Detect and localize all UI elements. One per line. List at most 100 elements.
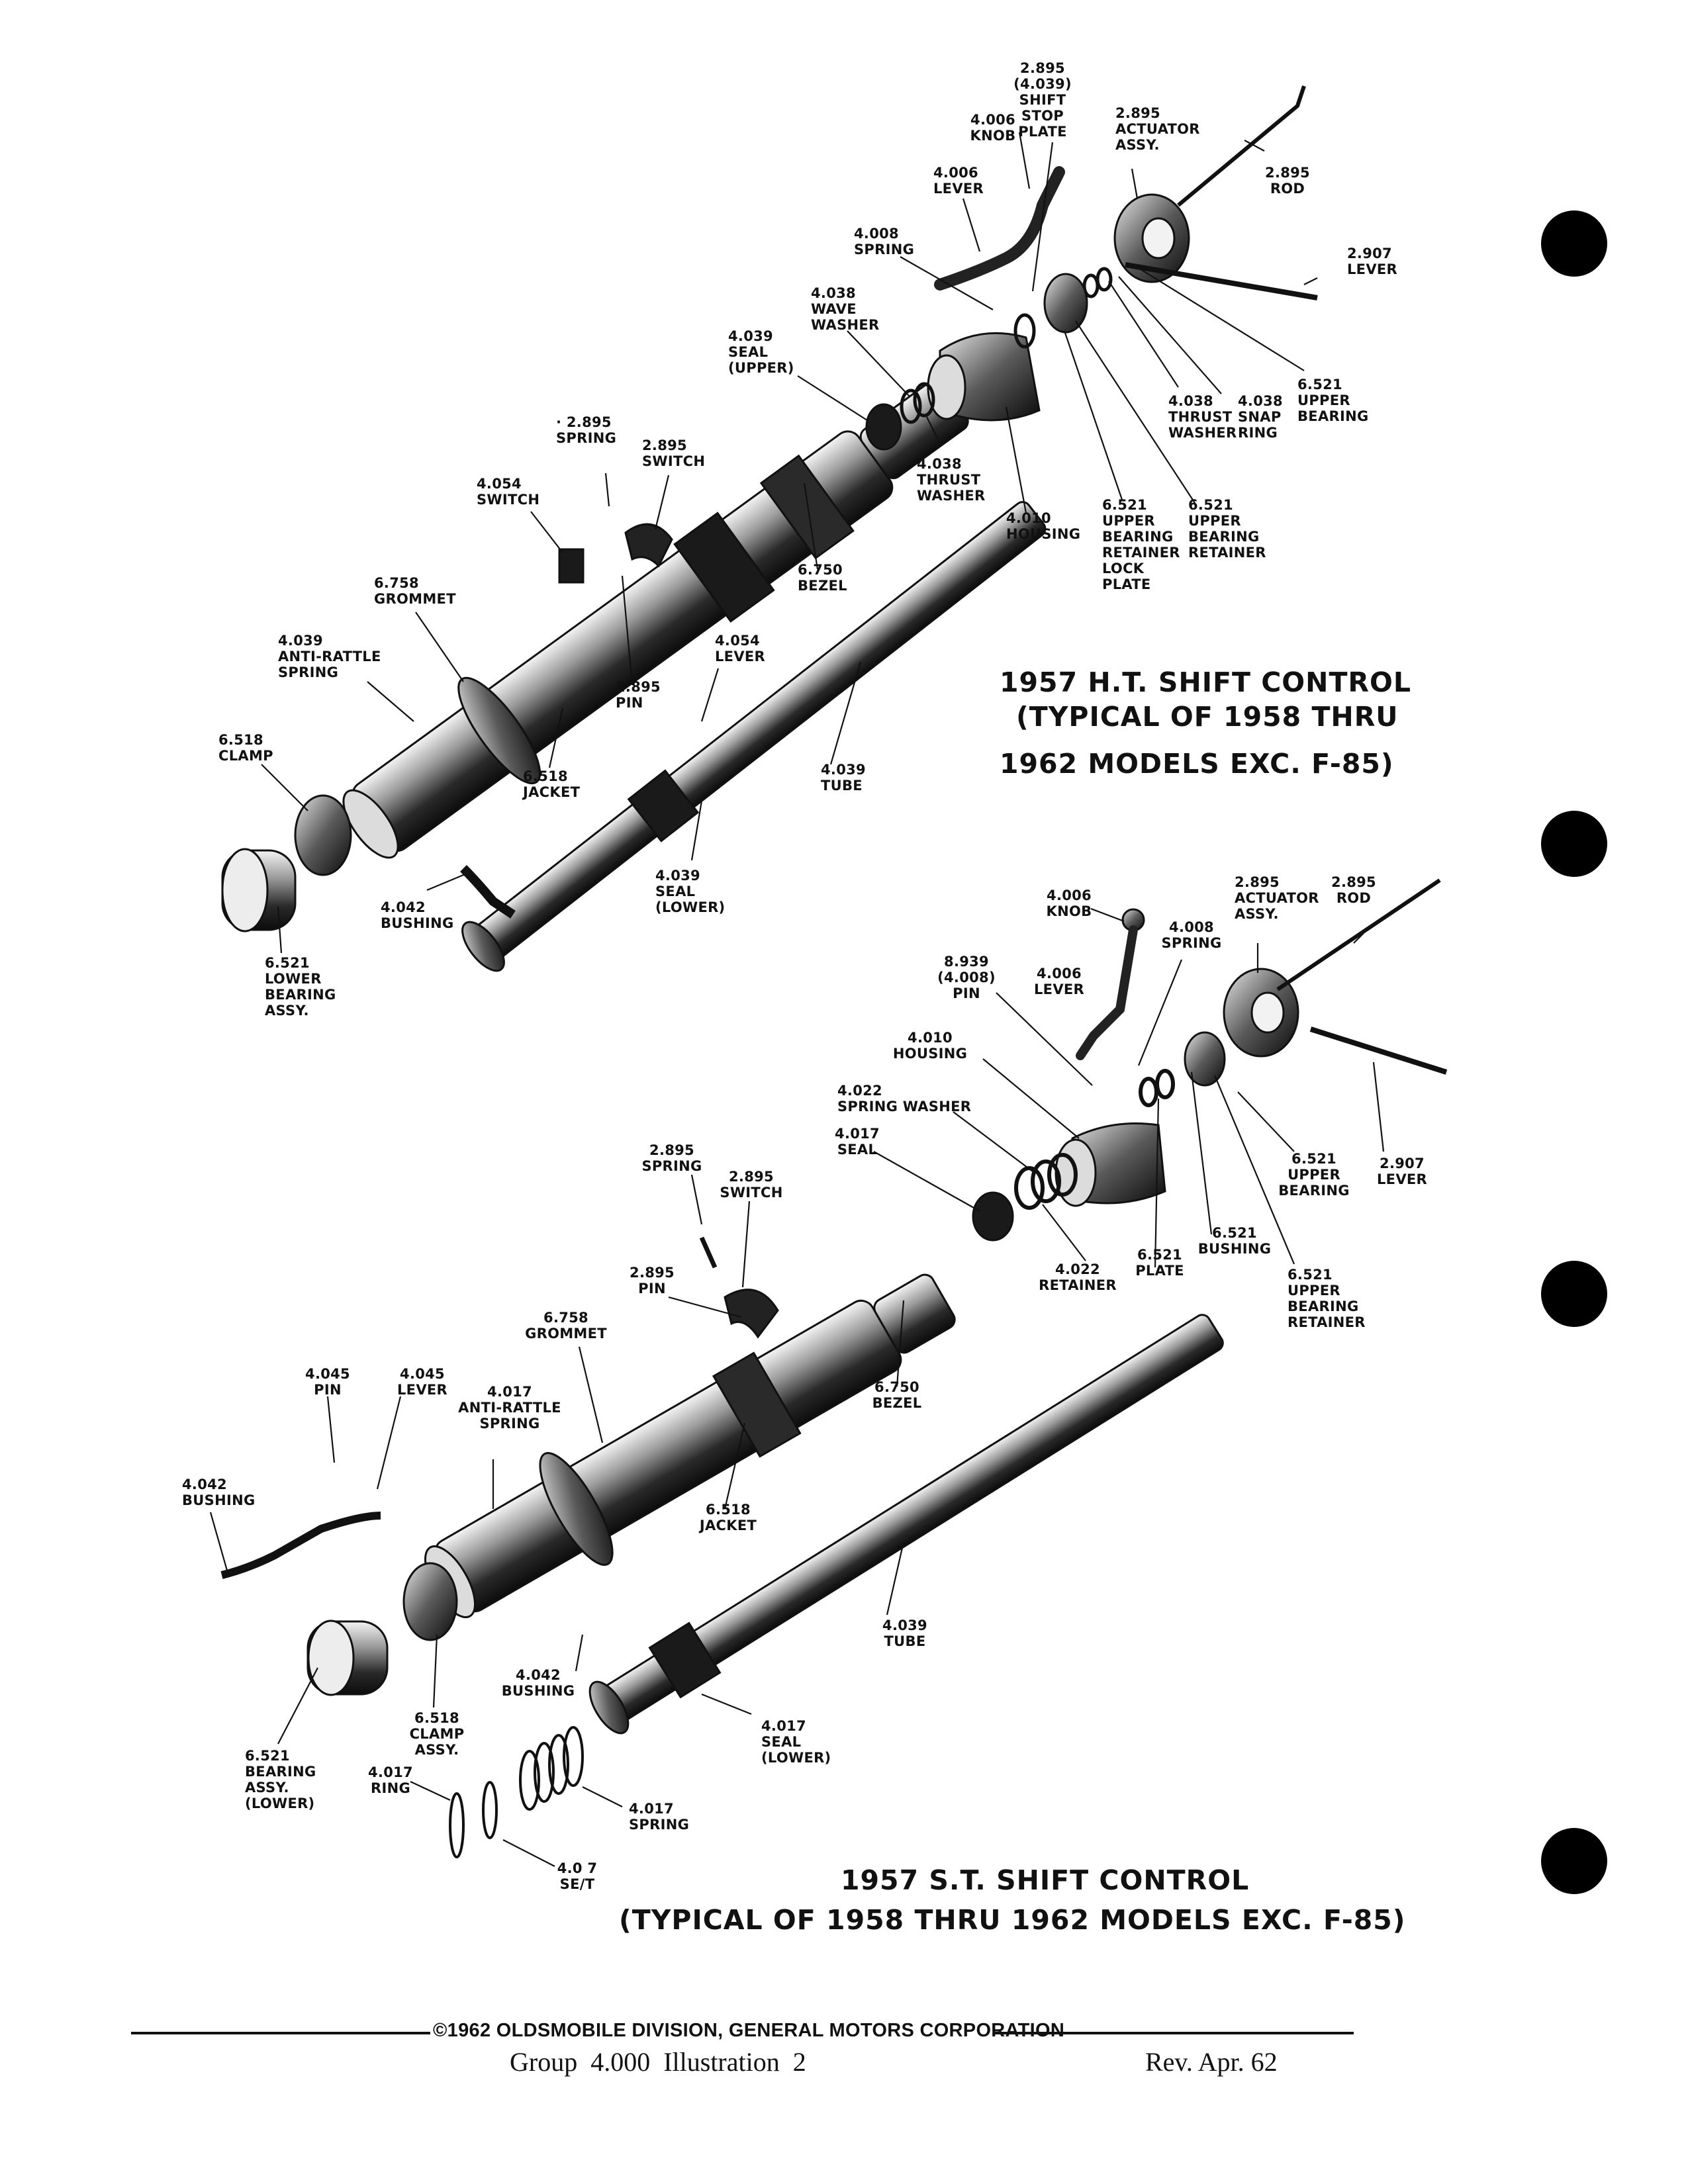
lower-leaders <box>209 907 1385 1867</box>
label-line: 4.017 <box>487 1384 532 1400</box>
st-retainer-part <box>1184 1031 1226 1087</box>
label-line: SPRING <box>1161 935 1221 951</box>
ht-seal-upper-part <box>865 403 902 451</box>
label-line: 4.008 <box>1169 919 1214 935</box>
label-line: SEAL <box>655 884 695 899</box>
label-line: 4.039 <box>728 328 773 344</box>
label-line: LEVER <box>1347 261 1397 277</box>
label-line: SNAP <box>1238 409 1282 425</box>
upper-title-line-2: (TYPICAL OF 1958 THRU <box>1016 701 1399 733</box>
label-line: SWITCH <box>720 1185 782 1201</box>
label-line: · 2.895 <box>556 414 612 430</box>
label-line: BUSHING <box>502 1683 575 1699</box>
ht-washers-part <box>900 267 1113 424</box>
label-line: 4.045 <box>400 1366 445 1382</box>
label-line: PIN <box>953 985 980 1001</box>
label-line: UPPER <box>1288 1283 1340 1298</box>
label-line: UPPER <box>1288 1167 1340 1183</box>
label-line: 4.054 <box>477 476 522 492</box>
label-line: LEVER <box>397 1382 447 1398</box>
label-line: UPPER <box>1102 513 1155 529</box>
label-line: RETAINER <box>1288 1314 1366 1330</box>
label-line: WASHER <box>1168 425 1237 441</box>
label-line: BEARING <box>1278 1183 1350 1199</box>
label-line: ACTUATOR <box>1235 890 1319 906</box>
ht-lever-4006-part <box>934 166 1065 291</box>
label-line: PLATE <box>1135 1263 1184 1279</box>
label-line: BUSHING <box>381 915 453 931</box>
label-line: (LOWER) <box>761 1750 831 1766</box>
label-line: RETAINER <box>1102 545 1180 561</box>
label-line: 6.518 <box>706 1502 751 1518</box>
label-line: 2.907 <box>1380 1156 1425 1171</box>
label-line: LEVER <box>715 649 765 664</box>
label-line: SEAL <box>761 1734 801 1750</box>
binder-hole-1 <box>1541 210 1607 277</box>
st-rod-part <box>1276 878 1441 991</box>
st-clamp-part <box>402 1562 458 1641</box>
st-spring-2895-part <box>699 1236 718 1269</box>
label-line: ASSY. <box>265 1003 309 1019</box>
label-line: SWITCH <box>642 453 705 469</box>
label-line: 2.895 <box>1115 105 1160 121</box>
label-line: SPRING <box>629 1817 689 1833</box>
label-line: LEVER <box>933 181 984 197</box>
label-line: LOCK <box>1102 561 1145 576</box>
footer-group: Group 4.000 Illustration 2 <box>510 2047 806 2077</box>
label-line: 4.038 <box>811 285 856 301</box>
label-line: GROMMET <box>525 1326 607 1342</box>
label-line: THRUST <box>917 472 981 488</box>
footer-rule-right <box>993 2032 1354 2034</box>
label-line: (LOWER) <box>655 899 725 915</box>
label-line: ANTI-RATTLE <box>278 649 381 664</box>
label-line: SPRING <box>854 242 914 257</box>
label-line: 4.006 <box>970 112 1015 128</box>
ht-switch-4054-part <box>558 548 585 584</box>
ht-lever-2907-part <box>1125 262 1318 300</box>
label-line: SE/T <box>560 1876 595 1892</box>
label-line: ASSY. <box>1115 137 1160 153</box>
label-line: BEARING <box>1297 408 1369 424</box>
footer-rule-left <box>131 2032 430 2034</box>
lower-title-line-1: 1957 S.T. SHIFT CONTROL <box>841 1864 1249 1896</box>
label-line: 4.039 <box>278 633 323 649</box>
label-line: 4.010 <box>908 1030 953 1046</box>
label-line: 4.017 <box>629 1801 674 1817</box>
label-line: ACTUATOR <box>1115 121 1200 137</box>
label-line: PLATE <box>1018 124 1067 140</box>
label-line: 6.521 <box>1188 497 1233 513</box>
label-line: SEAL <box>837 1142 877 1158</box>
label-line: RETAINER <box>1188 545 1266 561</box>
label-line: BEARING <box>245 1764 316 1780</box>
label-line: RING <box>371 1780 410 1796</box>
st-bushing-arm-part <box>220 1512 381 1579</box>
ht-actuator-part <box>1113 193 1190 283</box>
label-line: 6.518 <box>218 732 263 748</box>
label-line: 2.895 <box>1020 60 1065 76</box>
label-line: 4.039 <box>821 762 866 778</box>
st-rings-part <box>449 1726 584 1858</box>
label-line: LEVER <box>1377 1171 1427 1187</box>
label-line: BEARING <box>1288 1298 1359 1314</box>
label-line: RING <box>1238 425 1278 441</box>
ht-switch-part <box>624 523 673 568</box>
